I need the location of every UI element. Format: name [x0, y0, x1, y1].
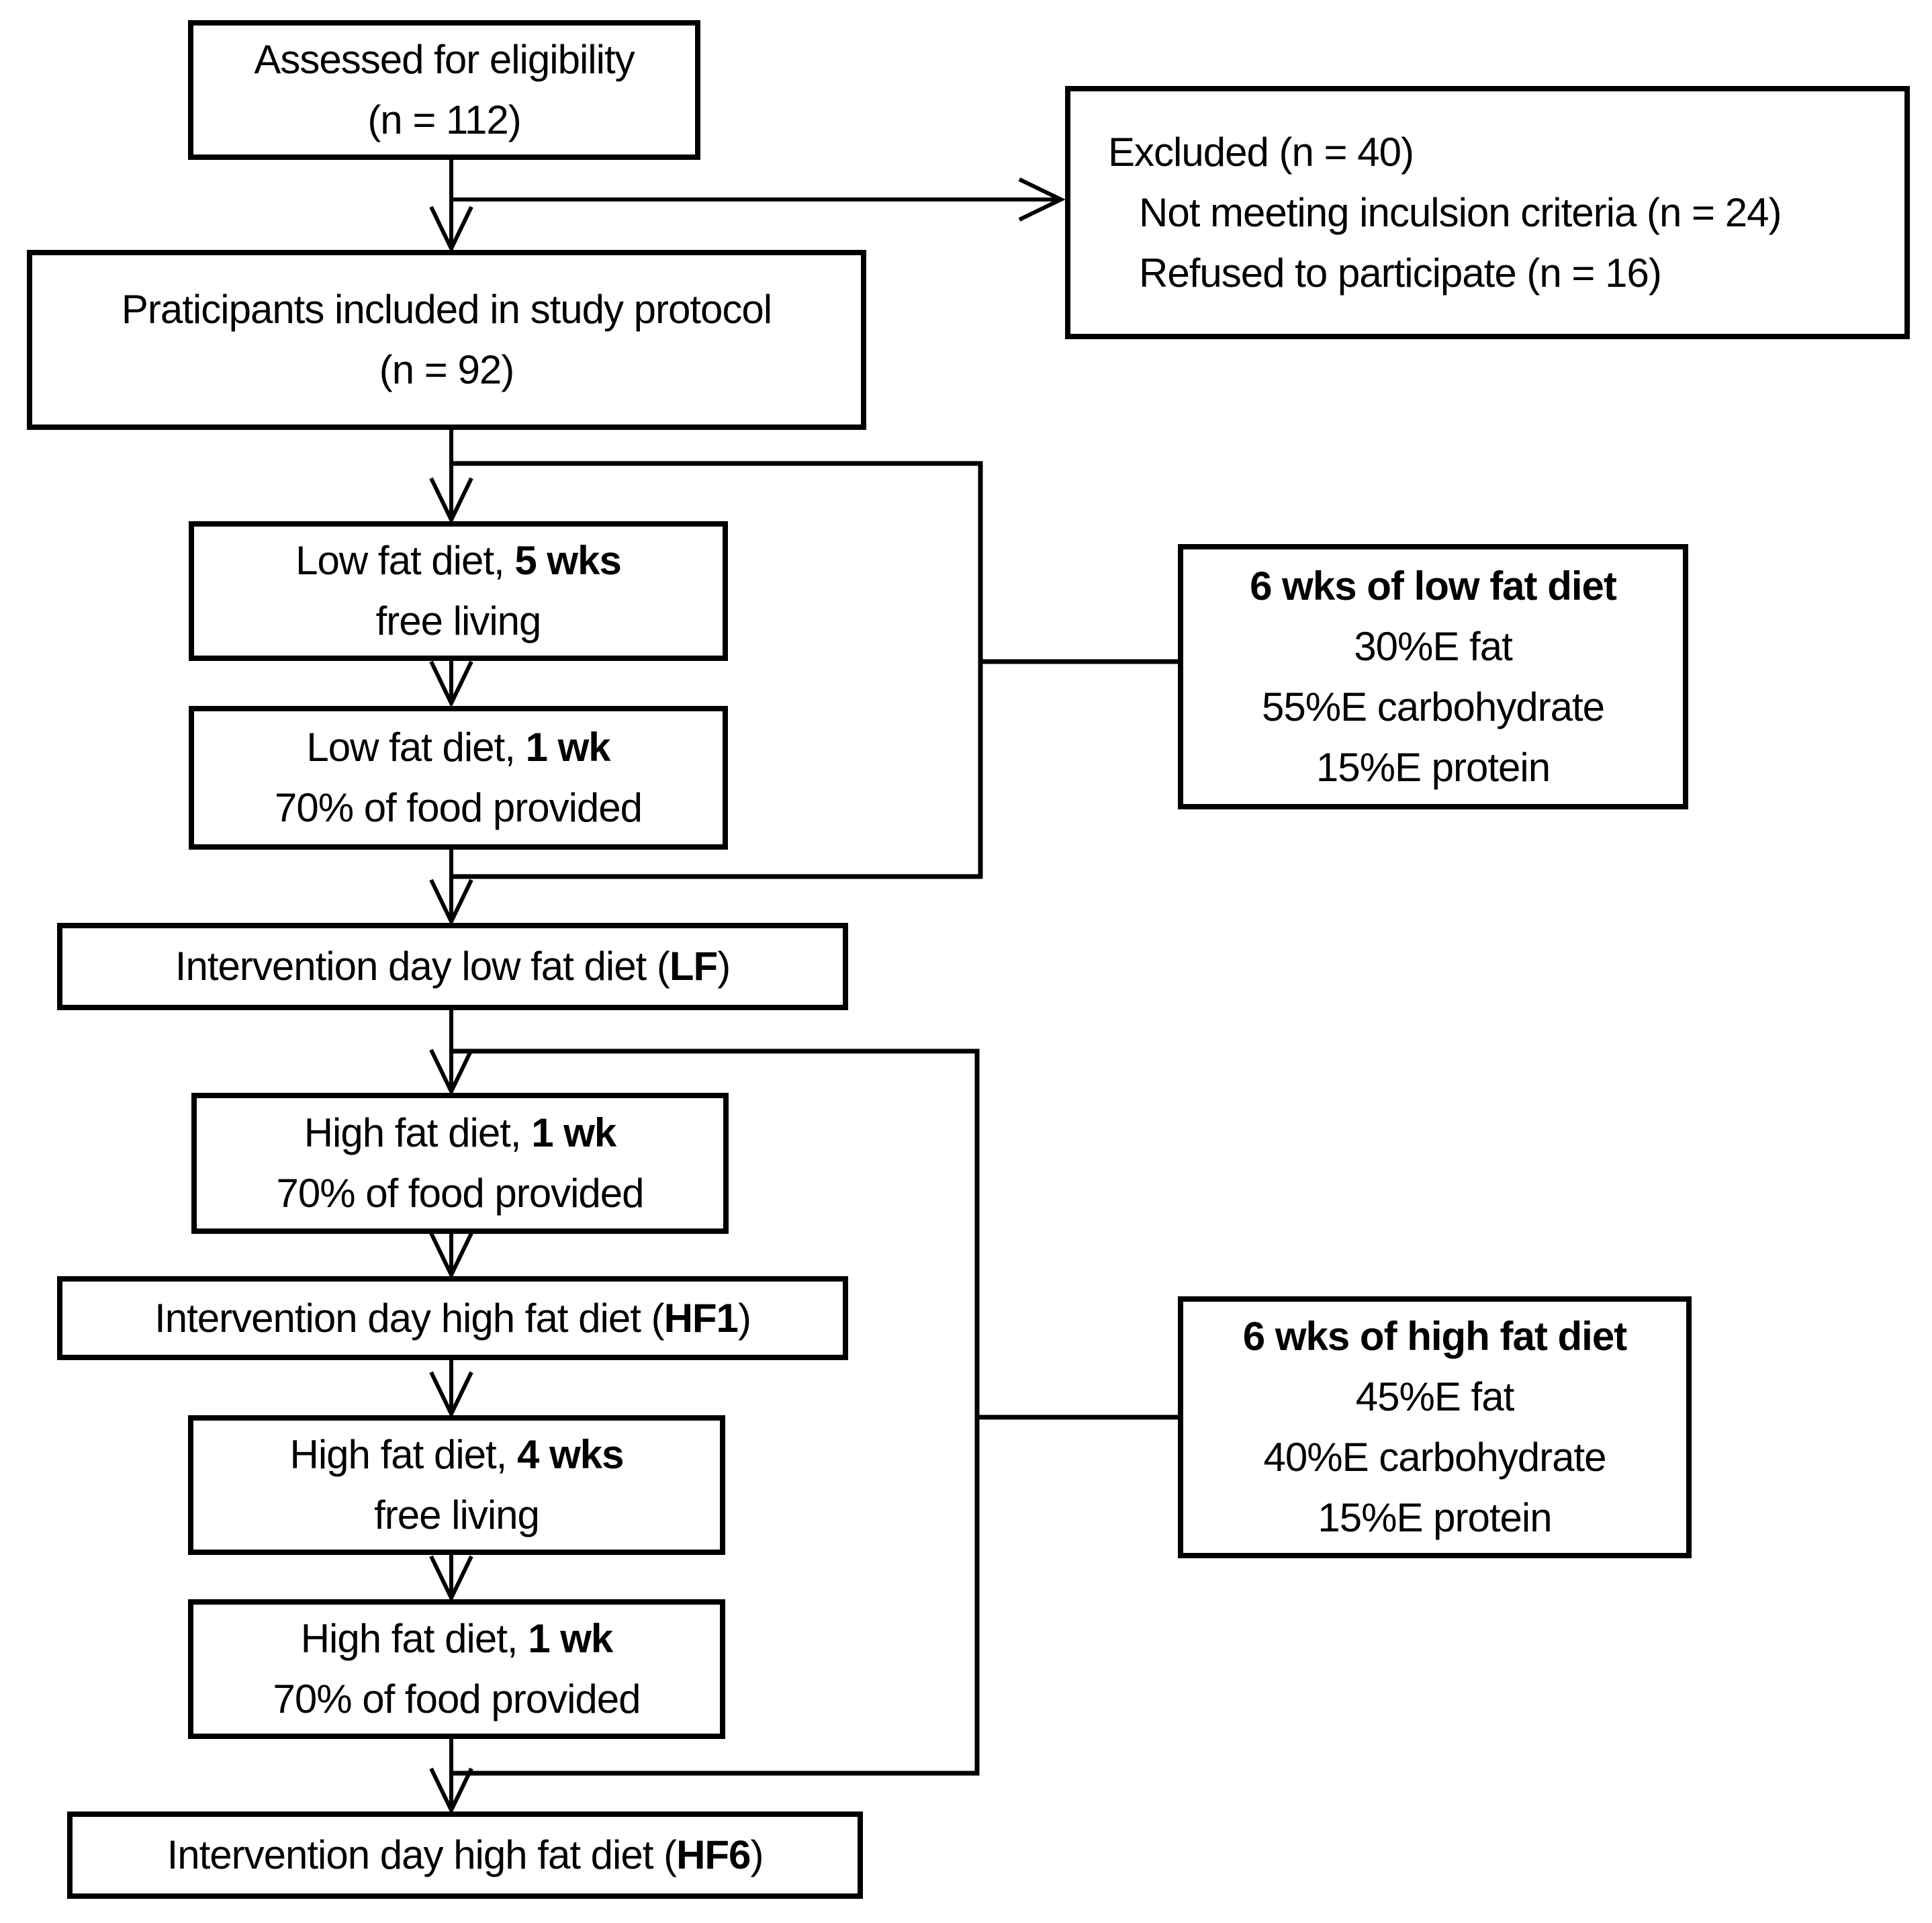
text-segment: High fat diet, [300, 1616, 528, 1661]
text-segment: High fat diet, [304, 1110, 532, 1155]
text-segment: Intervention day high fat diet ( [167, 1832, 677, 1877]
box-line: Intervention day high fat diet (HF6) [167, 1825, 764, 1885]
box-high-fat-1wk-first: High fat diet, 1 wk 70% of food provided [191, 1093, 729, 1234]
box-line: 45%E fat [1355, 1374, 1514, 1419]
box-intervention-day-HF1: Intervention day high fat diet (HF1) [57, 1276, 848, 1360]
box-line: (n = 92) [379, 347, 514, 392]
arrowhead-icon [1018, 177, 1066, 222]
arrowhead-icon [429, 1371, 473, 1419]
arrow-lowfat5wks-to-lowfat1wk [429, 660, 473, 708]
text-segment: Low fat diet, [295, 538, 515, 583]
box-line: free living [375, 598, 542, 643]
box-assessed-eligibility: Assessed for eligibility (n = 112) [188, 20, 700, 160]
text-segment: ) [717, 944, 731, 989]
text-segment-bold: HF6 [676, 1832, 751, 1877]
box-title: 6 wks of low fat diet [1250, 556, 1617, 617]
box-line: 15%E protein [1318, 1495, 1552, 1540]
text-segment-bold: 6 wks of low fat diet [1250, 563, 1617, 609]
box-line: Assessed for eligibility [254, 37, 635, 82]
arrow-assessed-to-excluded [451, 177, 1066, 222]
box-line: 40%E carbohydrate [1263, 1435, 1607, 1480]
box-line: High fat diet, 4 wks [289, 1425, 625, 1485]
arrow-highfat4wks-to-highfat1wk2 [429, 1555, 473, 1603]
text-segment: Intervention day low fat diet ( [175, 944, 670, 989]
text-segment-bold: LF [669, 944, 718, 989]
arrowhead-icon [429, 879, 473, 926]
box-line: 55%E carbohydrate [1262, 684, 1605, 729]
box-excluded: Excluded (n = 40) Not meeting inculsion … [1065, 86, 1910, 339]
arrowhead-icon [429, 477, 473, 525]
arrowhead-icon [429, 206, 473, 253]
box-intervention-day-HF6: Intervention day high fat diet (HF6) [67, 1812, 863, 1899]
arrow-assessed-to-participants [429, 160, 473, 253]
text-segment-bold: HF1 [663, 1295, 739, 1341]
box-line: 15%E protein [1316, 744, 1551, 790]
text-segment: High fat diet, [289, 1432, 518, 1477]
arrowhead-icon [429, 1555, 473, 1603]
arrow-participants-to-lowfat5wks [429, 430, 473, 525]
box-line: 70% of food provided [274, 785, 643, 830]
arrowhead-icon [429, 1232, 473, 1280]
box-low-fat-1wk: Low fat diet, 1 wk 70% of food provided [189, 706, 728, 850]
bracket-high-fat [451, 1048, 1181, 1776]
box-high-fat-1wk-second: High fat diet, 1 wk 70% of food provided [188, 1599, 725, 1739]
bracket-line [451, 461, 983, 879]
box-participants-included: Praticipants included in study protocol … [27, 250, 866, 430]
arrowhead-icon [429, 1767, 473, 1815]
bracket-line [451, 1048, 980, 1776]
bracket-low-fat [451, 461, 1181, 879]
text-segment: ) [750, 1832, 764, 1877]
box-low-fat-info: 6 wks of low fat diet 30%E fat 55%E carb… [1178, 544, 1688, 809]
box-line: Low fat diet, 5 wks [295, 531, 622, 591]
box-line: Refused to participate (n = 16) [1139, 250, 1662, 296]
box-line: Low fat diet, 1 wk [306, 717, 610, 778]
arrow-interventionLF-to-highfat1wk [429, 1010, 473, 1096]
arrow-lowfat1wk-to-interventionLF [429, 850, 473, 926]
text-segment-bold: 1 wk [531, 1110, 616, 1155]
arrow-highfat1wk2-to-interventionHF6 [429, 1739, 473, 1815]
text-segment-bold: 6 wks of high fat diet [1242, 1314, 1627, 1359]
box-intervention-day-LF: Intervention day low fat diet (LF) [57, 923, 848, 1010]
text-segment: ) [737, 1295, 751, 1341]
box-line: Excluded (n = 40) [1108, 129, 1414, 175]
text-segment: Low fat diet, [306, 725, 526, 770]
box-high-fat-info: 6 wks of high fat diet 45%E fat 40%E car… [1178, 1296, 1692, 1558]
arrow-highfat1wk-to-interventionHF1 [429, 1232, 473, 1280]
text-segment-bold: 1 wk [525, 725, 611, 770]
text-segment-bold: 5 wks [514, 538, 621, 583]
text-segment: Intervention day high fat diet ( [154, 1295, 664, 1341]
arrow-interventionHF1-to-highfat4wks [429, 1360, 473, 1419]
box-title: 6 wks of high fat diet [1242, 1306, 1627, 1367]
box-line: 70% of food provided [276, 1171, 644, 1216]
box-line: Intervention day low fat diet (LF) [175, 936, 731, 997]
arrowhead-icon [429, 1048, 473, 1096]
box-line: 30%E fat [1354, 623, 1512, 669]
box-line: Not meeting inculsion criteria (n = 24) [1139, 189, 1782, 235]
box-line: High fat diet, 1 wk [304, 1103, 617, 1163]
box-high-fat-4wks: High fat diet, 4 wks free living [188, 1415, 725, 1555]
box-line: 70% of food provided [273, 1676, 641, 1721]
box-low-fat-5wks: Low fat diet, 5 wks free living [189, 521, 728, 661]
arrowhead-icon [429, 660, 473, 708]
box-line: free living [374, 1492, 540, 1537]
text-segment-bold: 4 wks [517, 1432, 624, 1477]
box-line: Intervention day high fat diet (HF1) [154, 1288, 751, 1349]
box-line: Praticipants included in study protocol [121, 287, 772, 332]
text-segment-bold: 1 wk [528, 1616, 613, 1661]
box-line: (n = 112) [367, 97, 521, 142]
box-line: High fat diet, 1 wk [300, 1609, 614, 1669]
